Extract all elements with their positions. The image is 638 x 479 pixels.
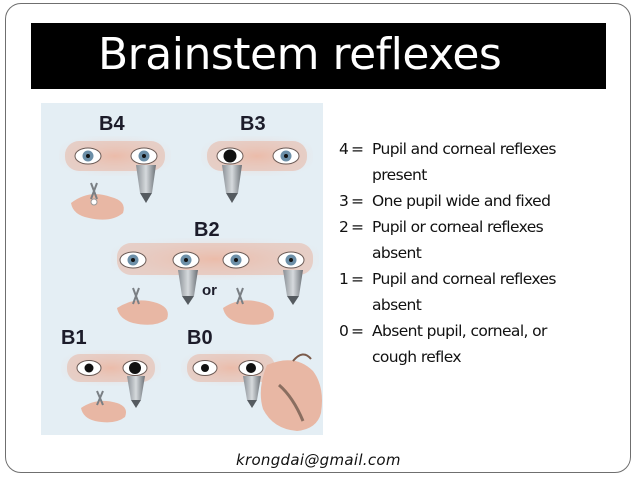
brainstem-reflex-figure: B4 B3 B2 B1 B0 or xyxy=(41,103,323,435)
panel-b1-eyes xyxy=(61,350,161,423)
reflex-legend: 4 = Pupil and corneal reflexes present 3… xyxy=(339,136,579,370)
reflex-illustration xyxy=(59,136,322,431)
legend-equals: = xyxy=(351,192,364,210)
panel-b3-eyes xyxy=(201,136,313,203)
legend-item: 2 = Pupil or corneal reflexes absent xyxy=(339,214,579,266)
legend-text: Absent pupil, corneal, or cough reflex xyxy=(372,322,547,366)
legend-equals: = xyxy=(351,140,364,158)
panel-label-b2: B2 xyxy=(194,219,220,241)
panel-label-b0: B0 xyxy=(187,327,213,349)
legend-text: Pupil and corneal reflexes absent xyxy=(372,270,556,314)
or-label: or xyxy=(202,282,217,299)
panel-b4-eyes xyxy=(59,136,171,220)
panel-b2-eyes xyxy=(111,238,319,325)
legend-text: One pupil wide and fixed xyxy=(372,192,551,210)
legend-key: 4 xyxy=(339,140,349,158)
legend-item: 4 = Pupil and corneal reflexes present xyxy=(339,136,579,188)
panel-label-b1: B1 xyxy=(61,327,87,349)
legend-text: Pupil and corneal reflexes present xyxy=(372,140,556,184)
panel-label-b4: B4 xyxy=(99,113,125,135)
slide-title: Brainstem reflexes xyxy=(98,29,502,80)
legend-equals: = xyxy=(351,322,364,340)
footer-email: krongdai@gmail.com xyxy=(236,451,401,469)
legend-key: 2 xyxy=(339,218,349,236)
panel-label-b3: B3 xyxy=(240,113,266,135)
title-bar xyxy=(31,23,606,89)
legend-key: 0 xyxy=(339,322,349,340)
panel-b0-eyes xyxy=(181,350,322,431)
legend-equals: = xyxy=(351,270,364,288)
legend-equals: = xyxy=(351,218,364,236)
legend-item: 1 = Pupil and corneal reflexes absent xyxy=(339,266,579,318)
legend-key: 1 xyxy=(339,270,349,288)
legend-key: 3 xyxy=(339,192,349,210)
legend-text: Pupil or corneal reflexes absent xyxy=(372,218,544,262)
legend-item: 3 = One pupil wide and fixed xyxy=(339,188,579,214)
legend-item: 0 = Absent pupil, corneal, or cough refl… xyxy=(339,318,579,370)
